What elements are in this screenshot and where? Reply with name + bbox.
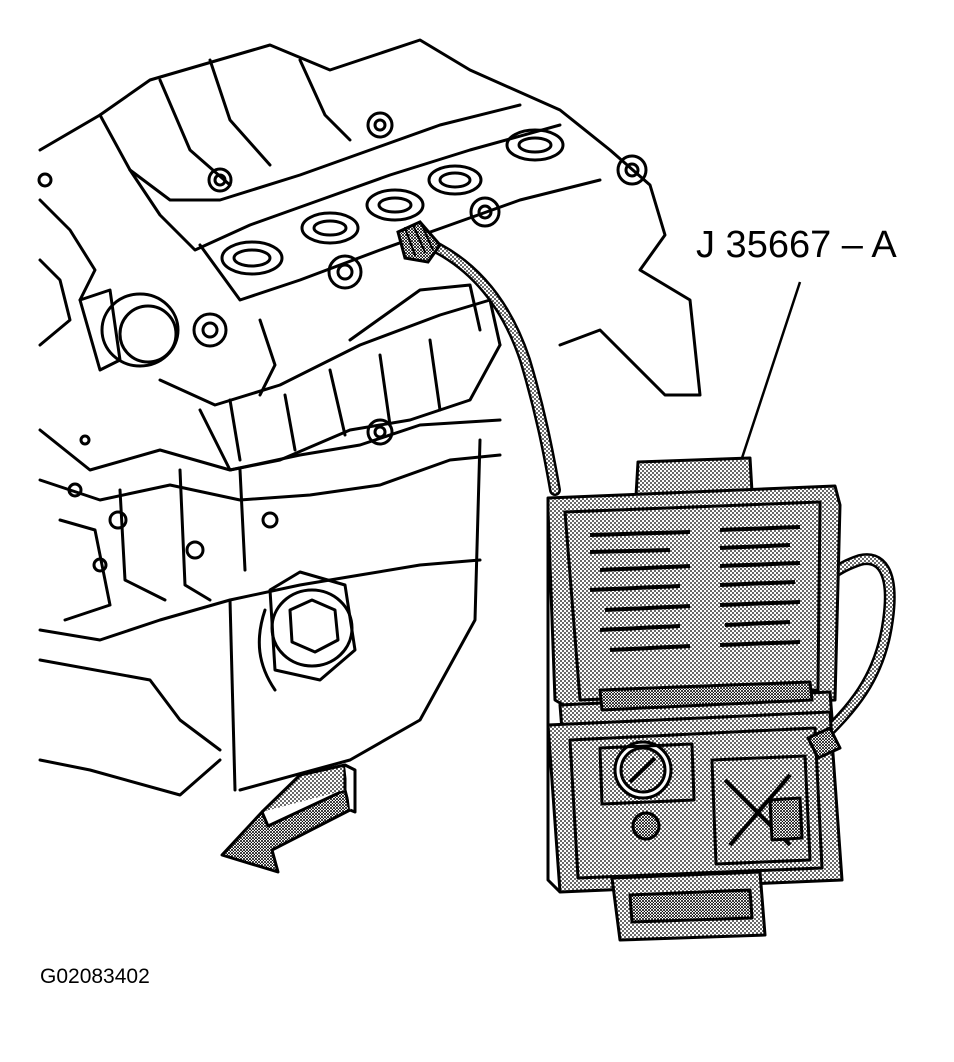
engine-block [37, 38, 702, 797]
test-hose [396, 220, 896, 746]
figure-id: G02083402 [40, 965, 150, 988]
front-direction-arrow-icon [220, 763, 357, 874]
tool-callout-label: J 35667 – A [696, 224, 897, 266]
tester-case [546, 456, 844, 942]
callout-leader [740, 281, 802, 459]
